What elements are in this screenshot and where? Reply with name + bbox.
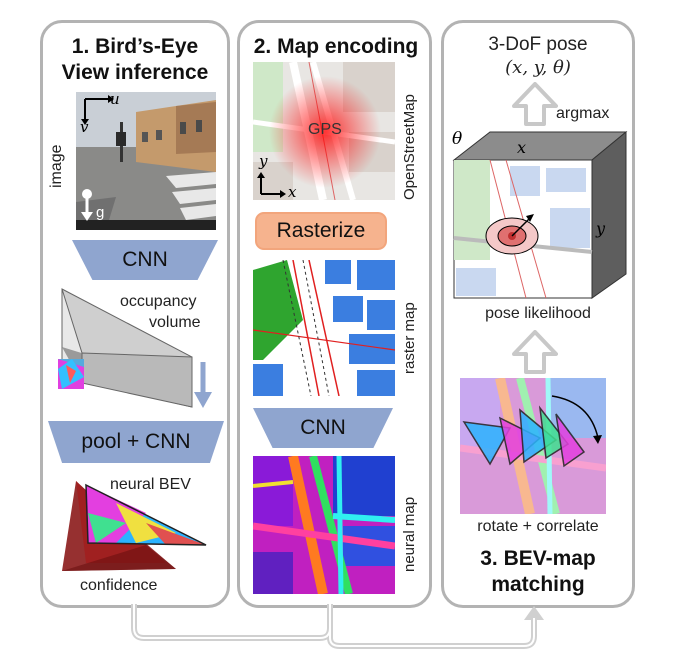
uv-axes-icon <box>81 95 114 125</box>
rasterize-block: Rasterize <box>255 212 387 250</box>
panel3-bottom-title-line2: matching <box>491 573 585 596</box>
xy-axes-icon <box>257 172 286 198</box>
neural-bev-label: neural BEV <box>110 476 191 493</box>
axis-u-label: u <box>110 90 120 108</box>
gravity-label: g <box>96 204 105 221</box>
panel1-title-line1: 1. Bird’s-Eye <box>71 35 199 58</box>
occupancy-volume-shape <box>58 288 193 408</box>
pose-likelihood-cube <box>452 130 628 299</box>
panel2-title: 2. Map encoding <box>253 35 419 58</box>
gps-label: GPS <box>308 121 342 138</box>
raster-map-label: raster map <box>401 302 418 374</box>
occupancy-label-line2: volume <box>149 314 201 331</box>
up-arrow-icon-2 <box>512 330 558 374</box>
argmax-up-arrow-icon <box>512 82 558 126</box>
gravity-arrow-icon <box>81 189 93 221</box>
axis-y-label-map: y <box>259 152 268 170</box>
cnn-block-2: CNN <box>253 408 393 448</box>
neural-map-label: neural map <box>401 496 418 572</box>
street-image <box>76 92 216 230</box>
image-label: image <box>48 144 65 188</box>
down-arrow-icon <box>194 362 212 408</box>
cnn-block-1: CNN <box>72 240 218 280</box>
bottom-connector-arrows <box>131 604 544 649</box>
pose-likelihood-label: pose likelihood <box>485 305 591 322</box>
axis-x-label-cube: x <box>517 138 527 157</box>
theta-label: θ <box>452 129 463 149</box>
rotate-correlate-label: rotate + correlate <box>477 518 599 535</box>
openstreetmap-label: OpenStreetMap <box>401 94 418 200</box>
argmax-label: argmax <box>556 105 610 122</box>
pool-cnn-block: pool + CNN <box>48 421 224 463</box>
confidence-label: confidence <box>80 577 158 594</box>
raster-map-tile <box>253 260 395 396</box>
axis-y-label-cube: y <box>596 219 606 238</box>
panel1-title-line2: View inference <box>61 61 209 84</box>
axis-v-label: v <box>80 118 89 136</box>
occupancy-label-line1: occupancy <box>120 293 197 310</box>
correlation-map <box>460 378 606 514</box>
neural-bev-shape <box>62 481 207 571</box>
axis-x-label-map: x <box>288 183 297 201</box>
panel3-bottom-title-line1: 3. BEV-map <box>480 547 596 570</box>
pose-title-line1: 3-DoF pose <box>488 34 588 55</box>
neural-map-tile <box>253 456 395 594</box>
pose-title-line2: (x, y, θ) <box>505 57 571 78</box>
